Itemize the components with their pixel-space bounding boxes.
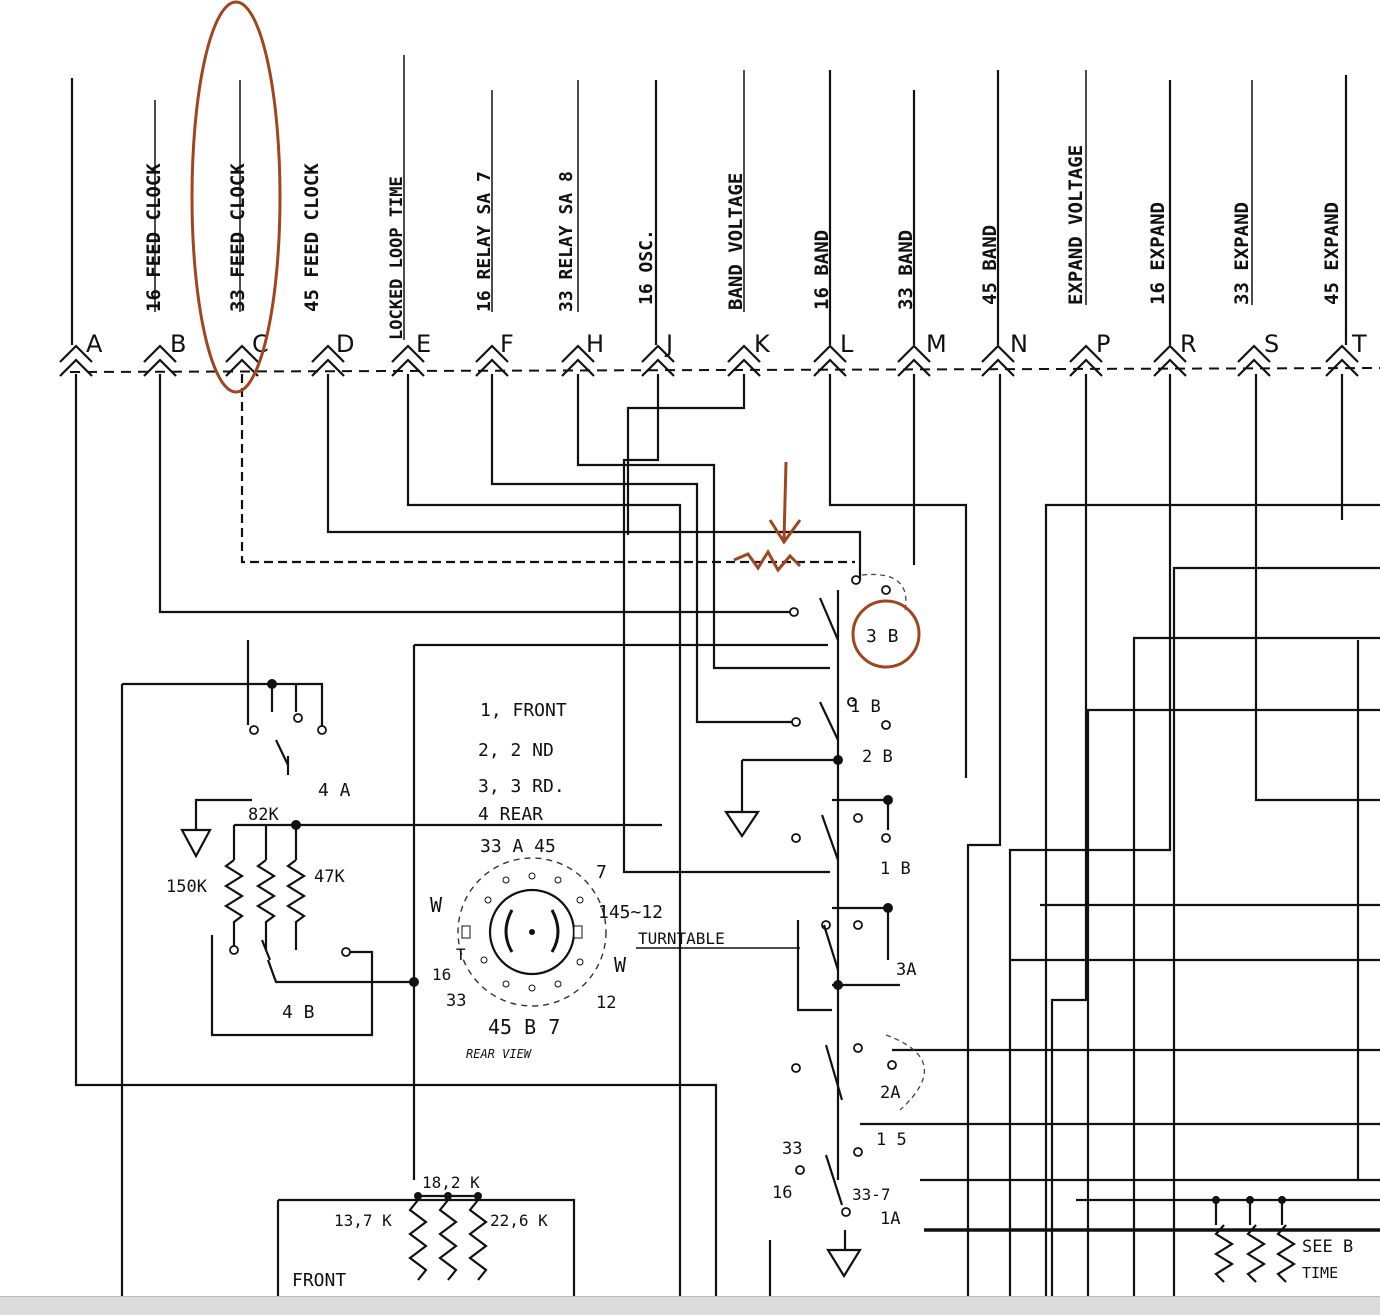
annotation-circle-3b — [851, 599, 921, 669]
pin-f: F — [500, 330, 514, 358]
selector-t: T — [456, 945, 466, 964]
label-33-relay-sa8: 33 RELAY SA 8 — [556, 171, 577, 312]
annotations — [190, 0, 921, 669]
selector-16: 16 — [432, 965, 451, 984]
label-band-voltage: BAND VOLTAGE — [725, 173, 747, 310]
legend-front: 1, FRONT — [480, 700, 567, 721]
legend-2nd: 2, 2 ND — [478, 740, 554, 761]
legend-3rd: 3, 3 RD. — [478, 776, 565, 797]
selector-w-right: W — [614, 953, 627, 977]
see-note-line1: SEE B — [1302, 1237, 1353, 1257]
pin-h: H — [586, 330, 604, 358]
label-front: FRONT — [292, 1270, 346, 1291]
pin-t: T — [1351, 330, 1367, 358]
label-45-feed-clock: 45 FEED CLOCK — [301, 163, 323, 312]
ground-symbols — [180, 810, 862, 1279]
pin-k: K — [754, 330, 771, 358]
selector-145: 145~12 — [598, 902, 663, 923]
upper-verticals — [70, 70, 1348, 345]
selector-caption: REAR VIEW — [466, 1047, 533, 1061]
dashed-arc-3b — [861, 573, 907, 611]
contact-1b-upper: 1 B — [850, 697, 881, 717]
label-82k: 82K — [248, 805, 279, 825]
contact-1a: 1A — [880, 1209, 900, 1229]
contact-3a: 3A — [896, 960, 916, 980]
contact-3b: 3 B — [866, 626, 899, 647]
pin-b: B — [170, 330, 186, 358]
connector-dashed-line — [69, 367, 1380, 373]
contact-2b: 2 B — [862, 747, 893, 767]
component-labels: 82K 150K 47K 4 A 4 B 18,2 K 13,7 K 22,6 … — [166, 780, 1353, 1291]
wiring — [74, 374, 1380, 1296]
label-45-expand: 45 EXPAND — [1321, 202, 1343, 305]
pin-e: E — [416, 330, 431, 358]
pin-l: L — [840, 330, 854, 358]
label-16-relay-sa7: 16 RELAY SA 7 — [474, 171, 495, 312]
pin-r: R — [1180, 330, 1197, 358]
pin-m: M — [926, 330, 947, 358]
switch-position-legend: 1, FRONT 2, 2 ND 3, 3 RD. 4 REAR — [478, 700, 567, 825]
pin-s: S — [1264, 330, 1279, 358]
pin-letters: A B C D E F H J K L M N P R S T — [86, 330, 1367, 358]
pin-p: P — [1096, 330, 1110, 358]
selector-33: 33 — [446, 991, 466, 1011]
label-45-band: 45 BAND — [979, 225, 1001, 305]
label-4b: 4 B — [282, 1002, 315, 1023]
bottom-scrollbar[interactable] — [0, 1296, 1380, 1315]
selector-top-label: 33 A 45 — [480, 836, 556, 857]
label-locked-loop-time: LOCKED LOOP TIME — [387, 176, 407, 340]
label-22-6k: 22,6 K — [490, 1211, 548, 1230]
label-rules — [154, 55, 1253, 340]
contact-33-7: 33-7 — [852, 1185, 891, 1204]
pin-c: C — [252, 330, 269, 358]
label-4a: 4 A — [318, 780, 351, 801]
contact-1b: 1 B — [880, 859, 911, 879]
label-33-expand: 33 EXPAND — [1231, 202, 1253, 305]
label-33-band: 33 BAND — [895, 230, 917, 310]
pin-j: J — [664, 330, 673, 358]
junction-dots — [267, 679, 1286, 1204]
contact-33: 33 — [782, 1139, 802, 1159]
selector-7: 7 — [596, 862, 607, 883]
legend-rear: 4 REAR — [478, 804, 543, 825]
label-150k: 150K — [166, 877, 208, 897]
selector-12: 12 — [596, 993, 616, 1013]
label-expand-voltage: EXPAND VOLTAGE — [1065, 145, 1087, 305]
annotation-arrow-icon — [768, 461, 802, 545]
switch-contact-labels: 3 B 1 B 2 B 1 B 3A 2A 1 5 33 16 33-7 1A — [772, 626, 916, 1229]
label-47k: 47K — [314, 867, 345, 887]
label-16-expand: 16 EXPAND — [1147, 202, 1169, 305]
switch-arms — [260, 597, 844, 1206]
selector-bottom: 45 B 7 — [488, 1015, 560, 1039]
pin-d: D — [336, 330, 354, 358]
pin-a: A — [86, 330, 103, 358]
connector-labels: 16 FEED CLOCK 33 FEED CLOCK 45 FEED CLOC… — [143, 145, 1343, 340]
label-16-feed-clock: 16 FEED CLOCK — [143, 163, 165, 312]
annotation-squiggle — [733, 549, 802, 573]
turntable-label: TURNTABLE — [638, 929, 725, 948]
contacts — [229, 575, 897, 1217]
selector-w-left: W — [430, 893, 443, 917]
label-33-feed-clock: 33 FEED CLOCK — [227, 163, 249, 312]
see-note-line2: TIME — [1302, 1264, 1338, 1282]
label-16-band: 16 BAND — [811, 230, 833, 310]
contact-16: 16 — [772, 1183, 792, 1203]
annotation-oval-33-feed-clock — [190, 0, 282, 394]
label-16-osc: 16 OSC. — [636, 229, 657, 305]
resistor-zigzags — [223, 859, 1297, 1283]
label-13-7k: 13,7 K — [334, 1211, 392, 1230]
rotary-selector: 33 A 45 7 W 145~12 T W 16 12 33 45 B 7 R… — [430, 836, 800, 1061]
contact-15: 1 5 — [876, 1130, 907, 1150]
connector-pins — [59, 344, 1359, 377]
pin-n: N — [1010, 330, 1028, 358]
contact-2a: 2A — [880, 1083, 900, 1103]
label-18-2k: 18,2 K — [422, 1173, 480, 1192]
